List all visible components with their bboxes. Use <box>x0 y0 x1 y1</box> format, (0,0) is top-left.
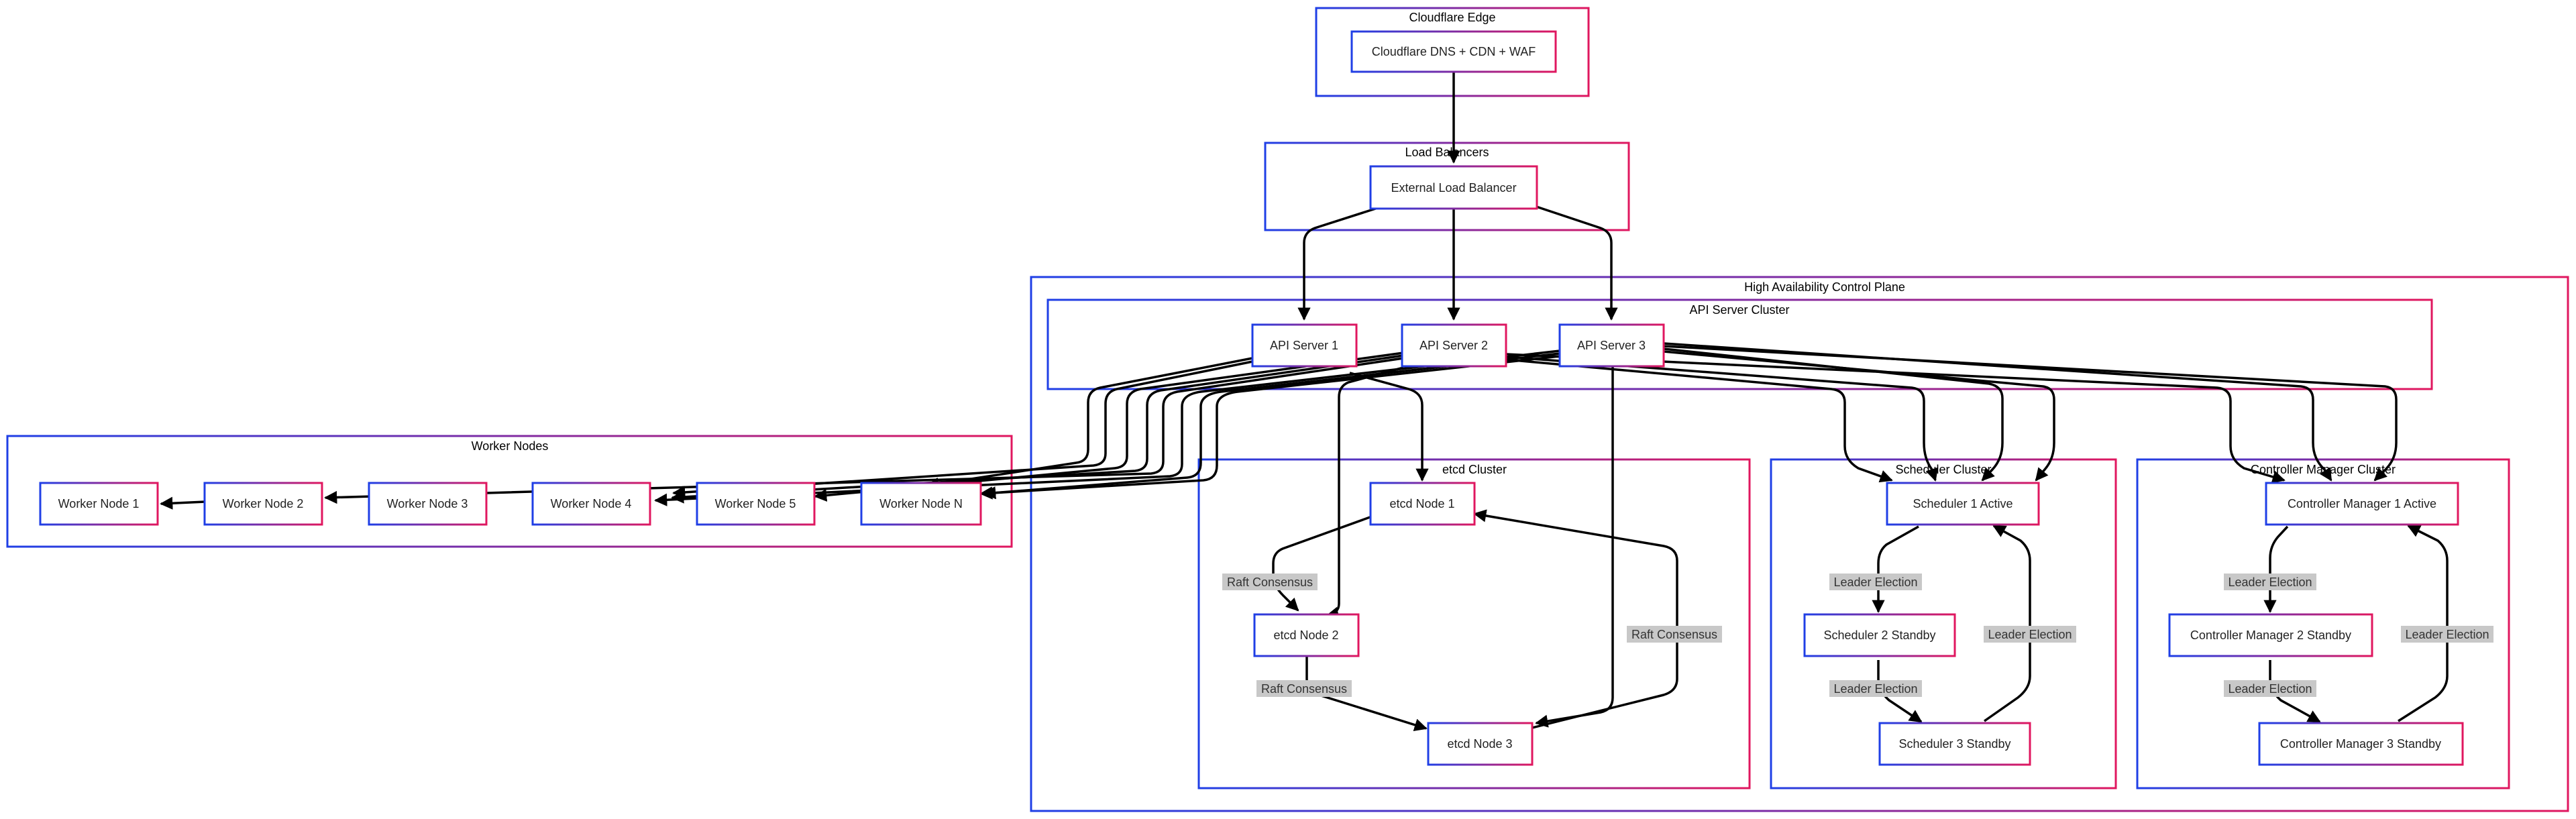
node-label: etcd Node 1 <box>1389 497 1454 510</box>
node-scheduler-2[interactable]: Scheduler 2 Standby <box>1803 613 1956 657</box>
node-label: Controller Manager 1 Active <box>2288 497 2436 510</box>
node-label: etcd Node 2 <box>1273 629 1338 642</box>
edge-api-to-worker-3a <box>672 360 1256 499</box>
edge-api-to-cm-b <box>1663 342 2332 482</box>
edge-api-to-sched-d <box>1663 350 2055 482</box>
edge-label-leader-election: Leader Election <box>2405 628 2489 641</box>
node-scheduler-1[interactable]: Scheduler 1 Active <box>1886 482 2040 526</box>
edge-api-to-worker-n2 <box>983 352 1560 500</box>
node-worker-3[interactable]: Worker Node 3 <box>368 482 488 526</box>
node-worker-1[interactable]: Worker Node 1 <box>39 482 159 526</box>
node-controller-manager-2[interactable]: Controller Manager 2 Standby <box>2168 613 2373 657</box>
edge-sched1-to-sched2 <box>1872 525 1919 613</box>
cluster-title: High Availability Control Plane <box>1744 280 1905 294</box>
node-label: API Server 1 <box>1270 339 1338 352</box>
edge-label-raft: Raft Consensus <box>1227 576 1313 589</box>
cluster-title: etcd Cluster <box>1442 463 1507 476</box>
edge-labels: Raft Consensus Raft Consensus Raft Conse… <box>1222 574 2493 697</box>
node-label: Worker Node 4 <box>551 497 632 510</box>
node-etcd-3[interactable]: etcd Node 3 <box>1427 722 1534 766</box>
node-worker-n[interactable]: Worker Node N <box>860 482 982 526</box>
edge-label-leader-election: Leader Election <box>1833 576 1917 589</box>
cluster-scheduler: Scheduler Cluster <box>1770 458 2117 789</box>
edge-api3-to-etcd3 <box>1535 366 1614 728</box>
edges <box>160 70 2449 732</box>
edge-api-to-worker-5 <box>814 351 1404 502</box>
edge-api-to-cm-c <box>1663 345 2398 482</box>
node-worker-5[interactable]: Worker Node 5 <box>696 482 816 526</box>
node-label: External Load Balancer <box>1391 181 1516 195</box>
cluster-title: Worker Nodes <box>472 439 549 453</box>
edge-lb-to-api3 <box>1536 205 1618 321</box>
node-label: etcd Node 3 <box>1447 737 1512 751</box>
edge-cm1-to-cm2 <box>2263 525 2289 613</box>
node-label: Worker Node 5 <box>715 497 796 510</box>
node-label: Controller Manager 3 Standby <box>2280 737 2441 751</box>
edge-worker2-to-worker1 <box>160 496 206 510</box>
node-label: Controller Manager 2 Standby <box>2190 629 2351 642</box>
edge-label-leader-election: Leader Election <box>2228 576 2312 589</box>
node-label: Scheduler 1 Active <box>1913 497 2012 510</box>
edge-api-to-cm-a <box>1505 353 2286 484</box>
edge-label-leader-election: Leader Election <box>1833 682 1917 696</box>
node-label: Worker Node N <box>879 497 963 510</box>
node-label: Worker Node 3 <box>387 497 468 510</box>
edge-sched3-to-sched1 <box>1983 525 2031 722</box>
node-api-server-3[interactable]: API Server 3 <box>1558 323 1665 368</box>
node-label: Worker Node 2 <box>223 497 304 510</box>
node-label: Worker Node 1 <box>58 497 140 510</box>
node-controller-manager-1[interactable]: Controller Manager 1 Active <box>2265 482 2459 526</box>
edge-lb-to-api1 <box>1297 205 1383 321</box>
edge-etcd1-to-etcd2 <box>1272 515 1373 612</box>
edge-api-to-sched-b <box>1505 356 1939 482</box>
node-label: Cloudflare DNS + CDN + WAF <box>1372 45 1536 58</box>
node-api-server-1[interactable]: API Server 1 <box>1251 323 1358 368</box>
node-etcd-2[interactable]: etcd Node 2 <box>1253 613 1360 657</box>
node-label: API Server 3 <box>1577 339 1646 352</box>
edge-api-to-worker-2 <box>324 357 1404 504</box>
node-label: API Server 2 <box>1419 339 1488 352</box>
node-controller-manager-3[interactable]: Controller Manager 3 Standby <box>2258 722 2464 766</box>
cluster-ha-control-plane: High Availability Control Plane <box>1030 276 2569 812</box>
cluster-title: Load Balancers <box>1405 146 1489 159</box>
edge-api-to-worker-4 <box>654 349 1560 506</box>
node-scheduler-3[interactable]: Scheduler 3 Standby <box>1878 722 2031 766</box>
edge-api2-to-etcd2 <box>1326 366 1404 620</box>
cluster-load-balancers: Load Balancers <box>1264 142 1630 231</box>
node-api-server-2[interactable]: API Server 2 <box>1401 323 1507 368</box>
edge-etcd3-to-etcd1 <box>1473 509 1678 729</box>
cluster-etcd: etcd Cluster <box>1197 458 1751 789</box>
edge-label-leader-election: Leader Election <box>1988 628 2072 641</box>
edge-label-raft: Raft Consensus <box>1631 628 1717 641</box>
edge-label-leader-election: Leader Election <box>2228 682 2312 696</box>
edge-api-to-sched-c <box>1663 347 2004 482</box>
nodes: Cloudflare DNS + CDN + WAF External Load… <box>39 30 2464 766</box>
edge-api-to-worker-3b <box>671 354 1404 504</box>
node-cloudflare-cdn[interactable]: Cloudflare DNS + CDN + WAF <box>1350 30 1557 73</box>
cluster-title: Cloudflare Edge <box>1409 11 1495 24</box>
edge-api1-to-etcd1 <box>1349 372 1429 482</box>
cluster-api-servers: API Server Cluster <box>1046 298 2433 390</box>
node-worker-4[interactable]: Worker Node 4 <box>531 482 651 526</box>
node-label: Scheduler 3 Standby <box>1898 737 2010 751</box>
edge-api-to-worker-n3 <box>979 355 1560 500</box>
edge-api-to-worker-n <box>926 356 1256 490</box>
cluster-title: API Server Cluster <box>1689 303 1789 317</box>
node-etcd-1[interactable]: etcd Node 1 <box>1369 482 1476 526</box>
node-worker-2[interactable]: Worker Node 2 <box>203 482 323 526</box>
edge-cm3-to-cm1 <box>2398 525 2449 722</box>
cluster-title: Scheduler Cluster <box>1895 463 1991 476</box>
edge-api-to-sched-a <box>1505 358 1893 483</box>
node-label: Scheduler 2 Standby <box>1823 629 1935 642</box>
cluster-cloudflare-edge: Cloudflare Edge <box>1315 7 1590 97</box>
node-external-load-balancer[interactable]: External Load Balancer <box>1369 165 1538 210</box>
edge-label-raft: Raft Consensus <box>1261 682 1347 696</box>
